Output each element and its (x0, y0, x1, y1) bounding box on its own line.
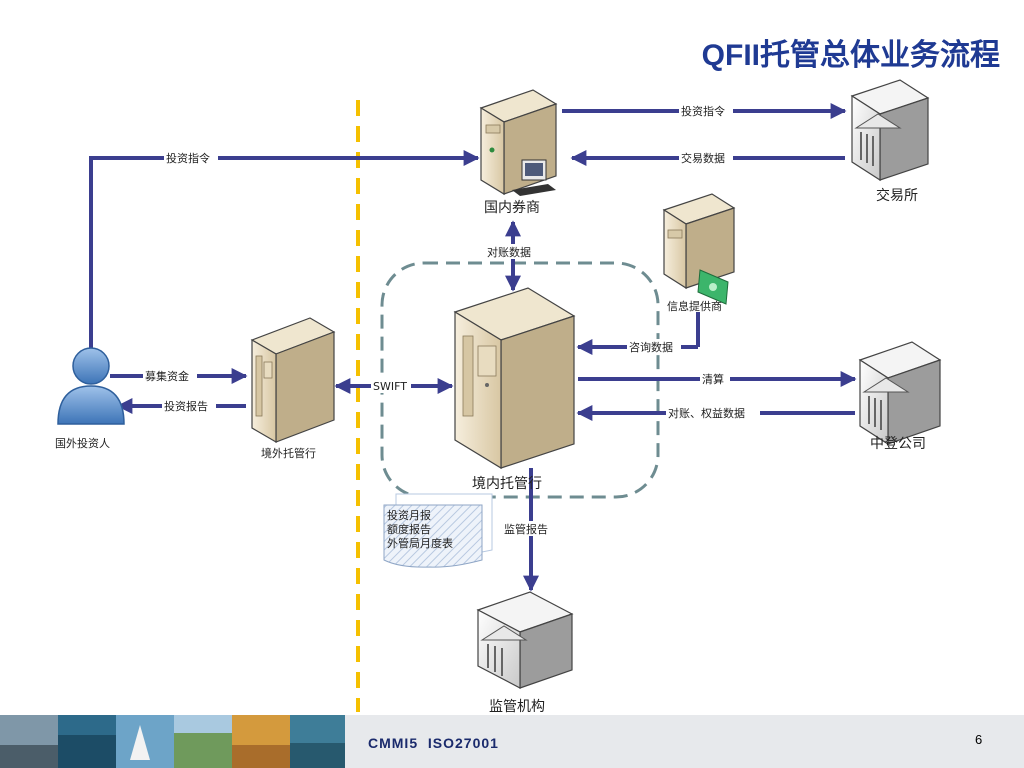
person-icon (57, 347, 125, 425)
arrow-investor-to-broker (89, 150, 480, 350)
node-label-csdc: 中登公司 (870, 436, 926, 452)
node-label-stock-exchange: 交易所 (876, 187, 918, 204)
edge-label-reconciliation-rights: 对账、权益数据 (668, 406, 745, 420)
edge-label-consult-data: 咨询数据 (629, 340, 673, 354)
edge-label-swift: SWIFT (373, 380, 407, 393)
exchange-building-icon (850, 79, 930, 182)
page-number: 6 (975, 732, 983, 747)
report-line-1: 投资月报 (387, 508, 431, 522)
overseas-custodian-server-icon (250, 317, 336, 444)
edge-label-regulatory-report: 监管报告 (504, 522, 548, 536)
slide-title: QFII托管总体业务流程 (701, 39, 1000, 72)
node-label-foreign-investor: 国外投资人 (55, 436, 110, 450)
report-line-2: 额度报告 (387, 522, 431, 536)
report-document-icon: 投资月报 额度报告 外管局月度表 (383, 493, 493, 568)
edge-label-investor-to-broker: 投资指令 (166, 151, 210, 165)
edge-label-raise-funds: 募集资金 (145, 369, 189, 383)
footer-bar: CMMI5 ISO27001 6 (0, 715, 1024, 768)
node-label-overseas-custodian: 境外托管行 (261, 446, 316, 460)
edge-label-reconciliation: 对账数据 (487, 245, 531, 259)
domestic-broker-server-icon (479, 89, 558, 196)
node-label-domestic-custodian: 境内托管行 (472, 476, 542, 492)
csdc-building-icon (858, 341, 942, 446)
footer-certification-text: CMMI5 ISO27001 (368, 735, 499, 751)
edge-label-investment-report: 投资报告 (164, 399, 208, 413)
node-label-info-provider: 信息提供商 (667, 299, 722, 313)
node-label-regulator: 监管机构 (489, 699, 545, 715)
regulator-building-icon (476, 591, 574, 689)
edge-label-settlement: 清算 (702, 372, 724, 386)
edge-label-exchange-to-broker: 交易数据 (681, 151, 725, 165)
report-line-3: 外管局月度表 (387, 536, 453, 550)
footer-photo-strip (0, 715, 345, 768)
edge-label-broker-to-exchange: 投资指令 (681, 104, 725, 118)
flow-diagram: 投资指令 投资指令 交易数据 对账数据 咨询数据 清算 对账、权益数据 募集资金… (55, 79, 942, 715)
domestic-custodian-server-icon (453, 287, 576, 470)
node-label-domestic-broker: 国内券商 (484, 200, 540, 216)
info-provider-server-icon (662, 193, 736, 305)
